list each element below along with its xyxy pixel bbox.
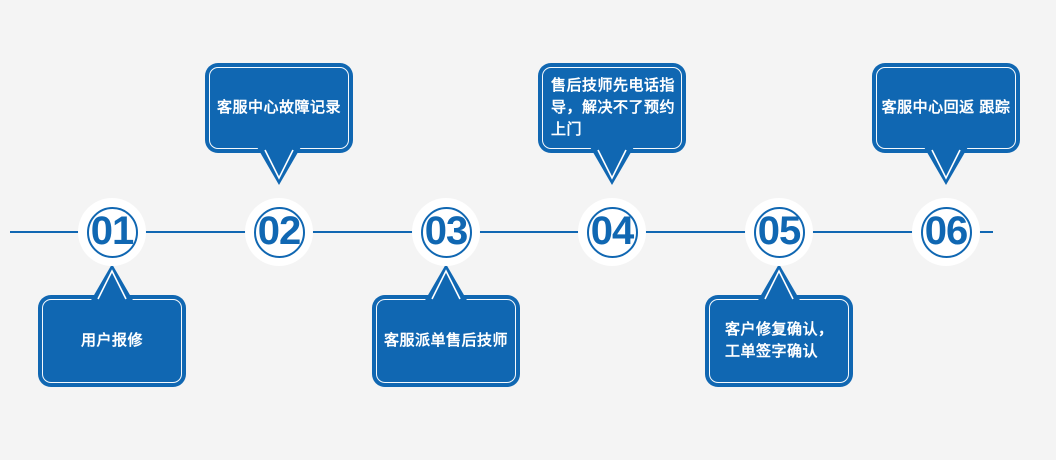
step-05-number: 05 bbox=[757, 209, 801, 253]
step-04-label: 售后技师先电话指 导，解决不了预约 上门 bbox=[551, 77, 676, 138]
step-04-bubble: 售后技师先电话指 导，解决不了预约 上门 bbox=[538, 63, 686, 153]
step-05-bubble-tail-up-icon bbox=[757, 264, 801, 302]
step-06-bubble: 客服中心回返 跟踪 bbox=[872, 63, 1020, 153]
step-02-circle: 02 bbox=[253, 206, 305, 258]
step-01-number: 01 bbox=[90, 209, 134, 253]
step-01-bubble-tail-up-icon bbox=[90, 264, 134, 302]
step-06-label: 客服中心回返 跟踪 bbox=[881, 99, 1011, 116]
step-01-label: 用户报修 bbox=[80, 332, 143, 349]
step-01-circle: 01 bbox=[86, 206, 138, 258]
step-02-bubble: 客服中心故障记录 bbox=[205, 63, 353, 153]
step-05-node: 05 bbox=[745, 198, 813, 266]
step-04-bubble-tail-down-icon bbox=[590, 147, 634, 185]
step-02-node: 02 bbox=[245, 198, 313, 266]
step-03-circle: 03 bbox=[420, 206, 472, 258]
step-03-number: 03 bbox=[424, 209, 468, 253]
step-03-bubble: 客服派单售后技师 bbox=[372, 295, 520, 387]
step-06-bubble-tail-down-icon bbox=[924, 147, 968, 185]
step-05-bubble: 客户修复确认， 工单签字确认 bbox=[705, 295, 853, 387]
step-02-bubble-tail-down-icon bbox=[257, 147, 301, 185]
step-06-number: 06 bbox=[924, 209, 968, 253]
step-06-circle: 06 bbox=[920, 206, 972, 258]
step-06-node: 06 bbox=[912, 198, 980, 266]
step-04-circle: 04 bbox=[586, 206, 638, 258]
step-05-circle: 05 bbox=[753, 206, 805, 258]
step-02-label: 客服中心故障记录 bbox=[216, 99, 341, 116]
step-01-node: 01 bbox=[78, 198, 146, 266]
step-03-bubble-tail-up-icon bbox=[424, 264, 468, 302]
timeline-line bbox=[10, 231, 993, 233]
step-05-label: 客户修复确认， 工单签字确认 bbox=[725, 321, 834, 360]
step-03-node: 03 bbox=[412, 198, 480, 266]
step-04-node: 04 bbox=[578, 198, 646, 266]
step-02-number: 02 bbox=[257, 209, 301, 253]
step-01-bubble: 用户报修 bbox=[38, 295, 186, 387]
step-04-number: 04 bbox=[590, 209, 634, 253]
step-03-label: 客服派单售后技师 bbox=[383, 332, 508, 349]
